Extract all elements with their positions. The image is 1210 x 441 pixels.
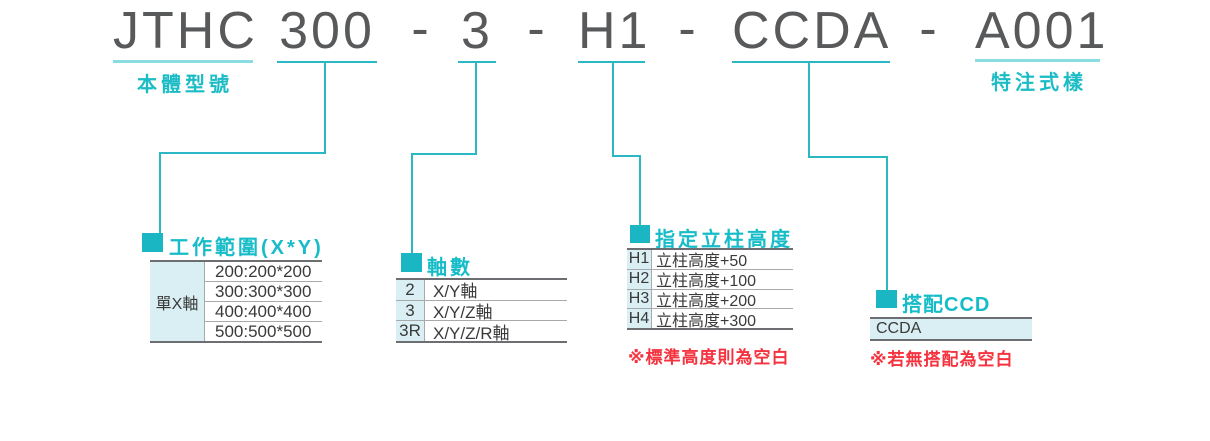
ccd-note: ※若無搭配為空白 [870, 350, 1014, 369]
work-range-table: 單X軸 200:200*200 300:300*300 400:400*400 … [150, 260, 322, 343]
underline-size [277, 61, 377, 63]
section-marker-icon [630, 225, 650, 243]
code-segment-body: JTHC [113, 2, 258, 60]
connector-ccd-v1 [808, 61, 810, 158]
work-range-value: 400:400*400 [215, 301, 312, 321]
section-title-axis-count: 軸數 [427, 257, 473, 279]
label-custom-spec: 特注式樣 [991, 72, 1087, 94]
height-code: H3 [627, 289, 652, 309]
column-height-table: H1 立柱高度+50 H2 立柱高度+100 H3 立柱高度+200 H4 立柱… [627, 248, 793, 330]
code-segment-ccd: CCDA [732, 2, 892, 60]
code-dash: - [411, 0, 429, 58]
connector-size-h [159, 152, 326, 154]
axis-code: 3R [396, 321, 425, 342]
connector-height-v1 [612, 61, 614, 157]
underline-height [578, 61, 645, 63]
underline-axes [458, 61, 496, 63]
table-row: 400:400*400 [205, 302, 322, 322]
connector-ccd-v2 [886, 156, 888, 290]
work-range-value: 200:200*200 [215, 261, 312, 281]
height-desc: 立柱高度+300 [656, 312, 757, 330]
code-dash: - [678, 0, 696, 58]
section-marker-icon [142, 233, 163, 252]
height-code: H2 [627, 269, 652, 289]
code-dash: - [919, 0, 937, 58]
table-row: 500:500*500 [205, 322, 322, 341]
work-range-value: 500:500*500 [215, 321, 312, 341]
table-row: H2 立柱高度+100 [627, 269, 793, 291]
code-segment-custom: A001 [975, 2, 1109, 60]
connector-height-v2 [639, 155, 641, 225]
connector-size-v1 [324, 61, 326, 154]
table-row: 2 X/Y軸 [396, 280, 567, 301]
connector-size-v2 [159, 152, 161, 233]
code-segment-size: 300 [279, 2, 375, 60]
axis-desc: X/Y/Z軸 [433, 303, 493, 323]
table-row: 3 X/Y/Z軸 [396, 301, 567, 322]
table-row: H4 立柱高度+300 [627, 309, 793, 330]
section-title-column-height: 指定立柱高度 [655, 229, 793, 251]
axis-count-table: 2 X/Y軸 3 X/Y/Z軸 3R X/Y/Z/R軸 [396, 278, 567, 343]
height-code: H1 [627, 250, 652, 269]
section-marker-icon [401, 253, 422, 272]
code-segment-height: H1 [578, 2, 651, 60]
axis-code: 2 [396, 280, 425, 300]
work-range-value: 300:300*300 [215, 281, 312, 301]
underline-ccd [732, 61, 890, 63]
height-code: H4 [627, 309, 652, 328]
label-body-model: 本體型號 [137, 74, 233, 96]
table-row: 300:300*300 [205, 282, 322, 302]
table-row: H3 立柱高度+200 [627, 289, 793, 310]
ccd-value: CCDA [870, 319, 1032, 339]
underline-custom [975, 59, 1100, 62]
height-desc: 立柱高度+100 [656, 273, 757, 291]
table-row: H1 立柱高度+50 [627, 250, 793, 270]
code-segment-axes: 3 [461, 2, 493, 60]
height-desc: 立柱高度+50 [656, 253, 748, 271]
work-range-row-header: 單X軸 [150, 262, 205, 341]
connector-axes-v2 [411, 153, 413, 253]
section-marker-icon [876, 290, 897, 308]
height-desc: 立柱高度+200 [656, 292, 757, 310]
section-title-work-range: 工作範圍(X*Y) [169, 237, 324, 259]
connector-axes-v1 [475, 61, 477, 155]
table-row: 200:200*200 [205, 262, 322, 282]
connector-height-h [612, 155, 641, 157]
section-title-ccd: 搭配CCD [902, 294, 991, 316]
underline-body [113, 60, 253, 63]
code-dash: - [527, 0, 545, 58]
axis-desc: X/Y軸 [433, 282, 478, 302]
connector-ccd-h [808, 156, 888, 158]
axis-code: 3 [396, 301, 425, 321]
table-row: 3R X/Y/Z/R軸 [396, 321, 567, 343]
axis-desc: X/Y/Z/R軸 [433, 323, 510, 343]
column-height-note: ※標準高度則為空白 [628, 348, 790, 367]
ccd-table: CCDA [870, 317, 1032, 341]
connector-axes-h [411, 153, 477, 155]
